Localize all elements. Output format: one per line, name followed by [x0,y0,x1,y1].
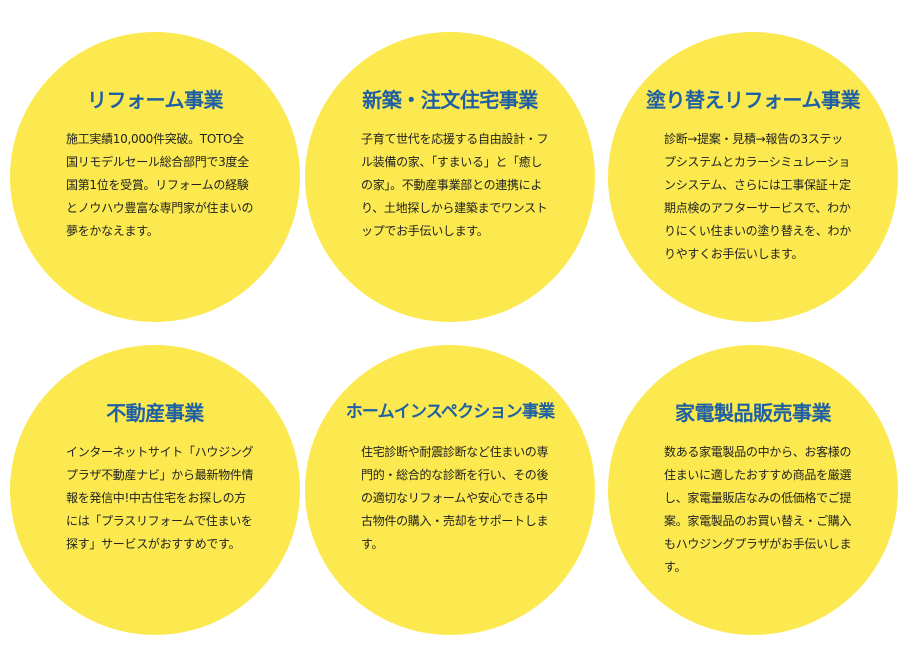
service-circle-home-inspection: ホームインスペクション事業 住宅診断や耐震診断など住まいの専門的・総合的な診断を… [305,345,595,635]
service-description: 数ある家電製品の中から、お客様の住まいに適したおすすめ商品を厳選し、家電量販店な… [664,445,852,574]
service-title: 塗り替えリフォーム事業 [646,88,860,112]
service-description: インターネットサイト「ハウジングプラザ不動産ナビ」から最新物件情報を発信中!中古… [66,445,254,551]
service-title: リフォーム事業 [87,88,223,112]
service-title: ホームインスペクション事業 [345,402,555,422]
service-circle-real-estate: 不動産事業 インターネットサイト「ハウジングプラザ不動産ナビ」から最新物件情報を… [10,345,300,635]
service-title: 不動産事業 [106,401,204,425]
service-circle-repaint: 塗り替えリフォーム事業 診断→提案・見積→報告の3ステップシステムとカラーシミュ… [608,32,898,322]
service-description: 住宅診断や耐震診断など住まいの専門的・総合的な診断を行い、その後の適切なリフォー… [361,445,549,551]
service-description: 施工実績10,000件突破。TOTO全国リモデルセール総合部門で3度全国第1位を… [66,132,254,238]
service-circle-new-home: 新築・注文住宅事業 子育て世代を応援する自由設計・フル装備の家、「すまいる」と「… [305,32,595,322]
service-title: 家電製品販売事業 [675,401,832,425]
service-circle-appliance-sales: 家電製品販売事業 数ある家電製品の中から、お客様の住まいに適したおすすめ商品を厳… [608,345,898,635]
service-description: 診断→提案・見積→報告の3ステップシステムとカラーシミュレーションシステム、さら… [664,132,851,261]
service-description: 子育て世代を応援する自由設計・フル装備の家、「すまいる」と「癒しの家」。不動産事… [361,132,549,238]
service-title: 新築・注文住宅事業 [362,88,538,112]
service-circle-reform: リフォーム事業 施工実績10,000件突破。TOTO全国リモデルセール総合部門で… [10,32,300,322]
